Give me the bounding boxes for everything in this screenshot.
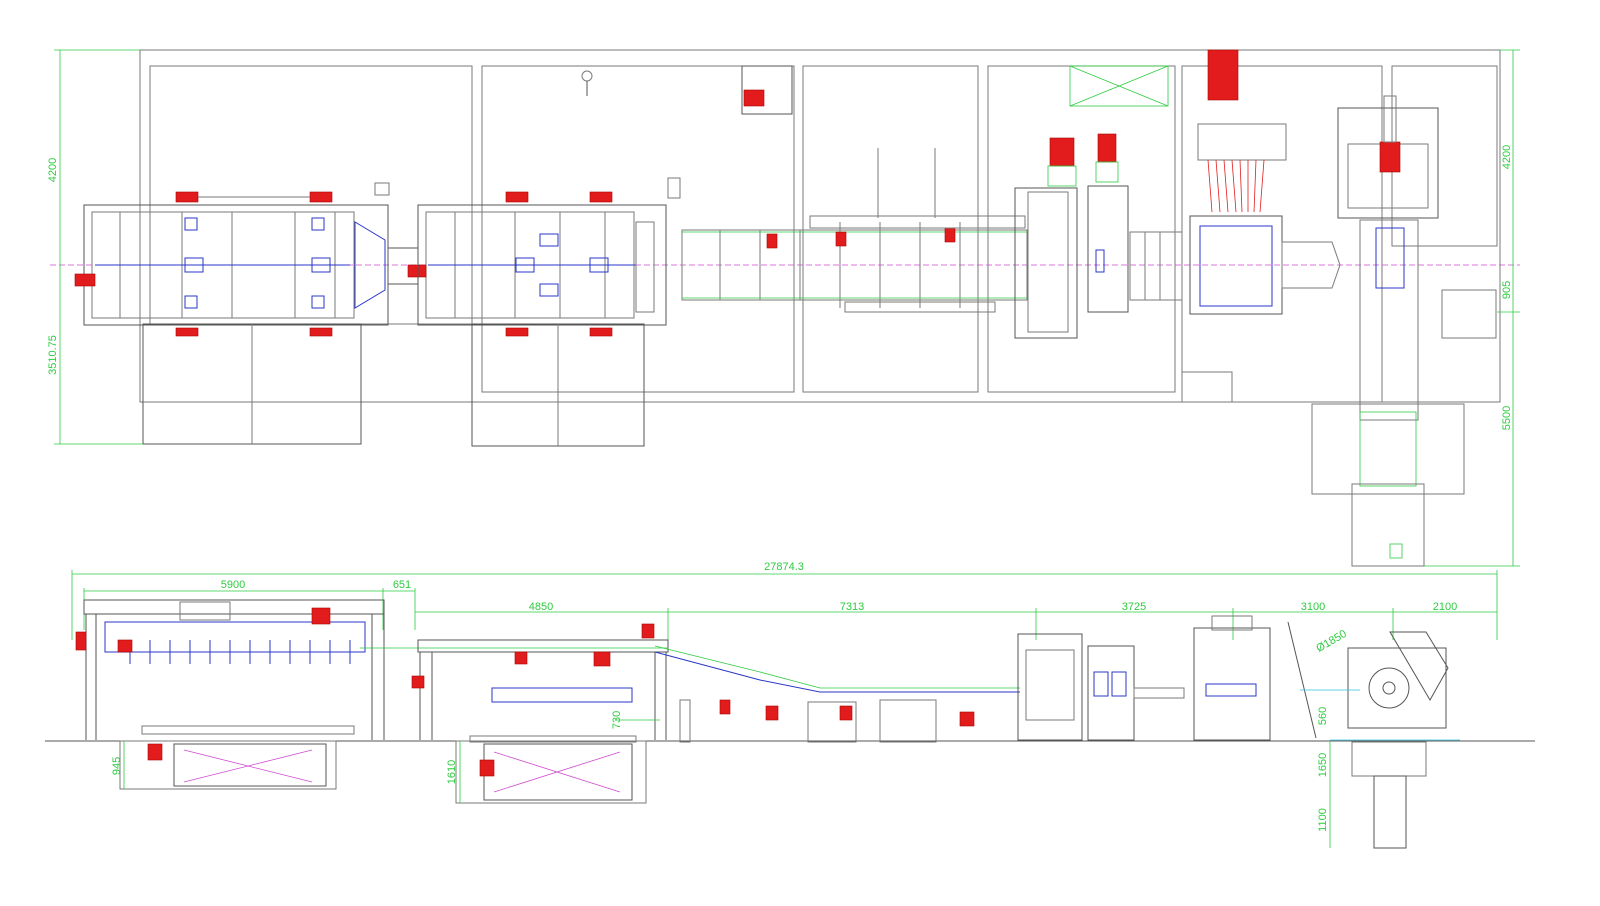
room-2 [481,65,795,393]
stacker-1-elevation [75,599,420,740]
building-outline [139,49,1501,403]
dim-seg-1: 5900 [221,579,245,591]
conveyor-section [681,148,1028,313]
leveller-motor-icon [1207,49,1239,101]
cabinet-unit-icon [743,89,765,107]
uncoiler [1311,95,1497,567]
dim-seg-2: 651 [393,579,411,591]
pinch-rolls [1087,133,1183,313]
inclined-conveyor: 730 [611,645,1020,743]
dim-pit-2-depth: 1610 [446,760,458,784]
dim-plan-right-mid: 905 [1501,281,1513,299]
dim-plan-right-bottom: 5500 [1501,406,1513,430]
pit-2: 1610 [446,740,647,804]
dim-seg-6: 3100 [1301,601,1325,613]
leveller [1189,49,1341,315]
dim-conveyor-height: 730 [611,711,623,729]
north-marker-icon [581,70,593,82]
flying-shear [1014,137,1078,339]
room-5-annex [1181,371,1233,403]
dim-coil-diameter: Ø1850 [1314,628,1349,655]
plan-view: 4200 3510.75 4200 905 5500 [47,49,1520,567]
leveller-elevation [1193,615,1317,741]
dim-plan-left-top: 4200 [47,158,59,182]
room-6 [1391,65,1498,247]
electric-cabinet [741,65,793,115]
dim-seg-4: 7313 [840,601,864,613]
shear-motor-icon [1049,137,1075,167]
pit-1: 945 [111,740,337,790]
dim-plan-left-bottom: 3510.75 [47,335,59,375]
dim-plan-right-top: 4200 [1501,145,1513,169]
stacker-1-motor-icon [74,273,96,287]
sheet-pile-2 [471,323,645,447]
plan-left-dimensions: 4200 3510.75 [47,49,143,445]
stacker-1 [74,182,390,337]
uncoiler-elevation: Ø1850 560 1650 1100 [1300,628,1460,849]
shear-elevation [1017,633,1185,741]
dim-seg-7: 2100 [1433,601,1457,613]
room-3 [802,65,979,393]
dim-seg-5: 3725 [1122,601,1146,613]
dim-overall-length: 27874.3 [764,561,804,573]
uncoiler-motor-icon [1379,141,1401,173]
room-4 [987,65,1176,393]
sheet-pile-1 [142,323,362,445]
dim-pit-1-depth: 945 [111,757,123,775]
dim-seg-3: 4850 [529,601,553,613]
stacker-2-motor-icon [407,264,427,278]
elevation-view: 27874.3 5900 651 4850 7313 3725 3100 210… [45,561,1535,849]
stacker-2 [407,177,681,337]
overhead-crane-outline [1069,65,1169,107]
dim-pit-3-depth-a: 1650 [1317,753,1329,777]
plan-right-dimensions: 4200 905 5500 [1424,49,1520,567]
dim-pit-3-depth-b: 1100 [1317,808,1329,832]
stacker-2-elevation [411,623,669,743]
transfer-unit [387,247,419,285]
dim-coil-car-height: 560 [1317,707,1329,725]
